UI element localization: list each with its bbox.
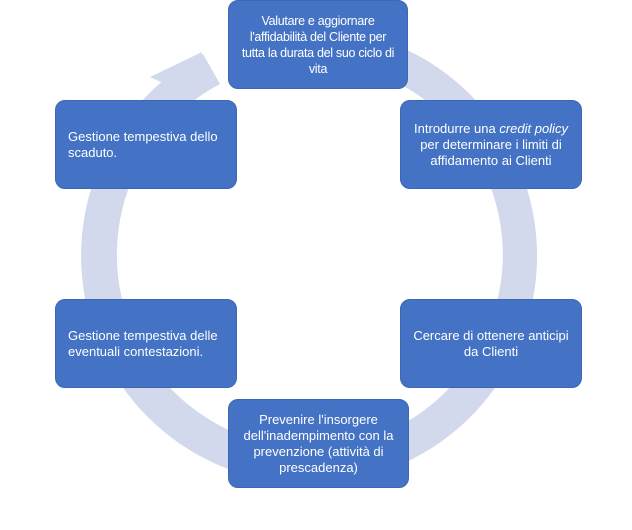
cycle-step-text: Prevenire l'insorgere dell'inadempimento… bbox=[243, 411, 394, 475]
cycle-step-overdue: Gestione tempestiva dello scaduto. bbox=[55, 100, 237, 189]
cycle-step-text: Introdurre una credit policy per determi… bbox=[411, 121, 571, 169]
cycle-step-text-part: per determinare i limiti di affidamento … bbox=[420, 136, 562, 168]
cycle-step-text: Cercare di ottenere anticipi da Clienti bbox=[413, 327, 569, 359]
cycle-step-prevention: Prevenire l'insorgere dell'inadempimento… bbox=[228, 399, 409, 488]
cycle-step-evaluate-reliability: Valutare e aggiornare l'affidabilità del… bbox=[228, 0, 408, 89]
cycle-step-text: Valutare e aggiornare l'affidabilità del… bbox=[241, 13, 395, 76]
cycle-step-text: Gestione tempestiva delle eventuali cont… bbox=[68, 327, 218, 359]
cycle-step-advance-payments: Cercare di ottenere anticipi da Clienti bbox=[400, 299, 582, 388]
cycle-step-text-italic: credit policy bbox=[499, 120, 568, 136]
cycle-step-credit-policy: Introdurre una credit policy per determi… bbox=[400, 100, 582, 189]
cycle-step-text-part: Introdurre una bbox=[414, 120, 500, 136]
cycle-step-disputes: Gestione tempestiva delle eventuali cont… bbox=[55, 299, 237, 388]
cycle-arrow-head bbox=[150, 52, 202, 98]
cycle-step-text: Gestione tempestiva dello scaduto. bbox=[68, 128, 218, 160]
